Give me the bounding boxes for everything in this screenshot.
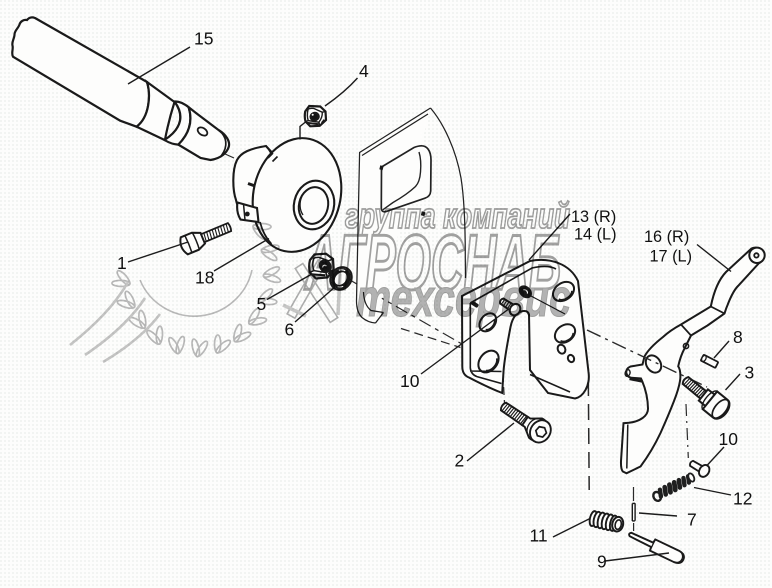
svg-text:10: 10 xyxy=(719,429,739,449)
svg-text:1: 1 xyxy=(117,253,127,273)
svg-text:10: 10 xyxy=(400,371,420,391)
svg-text:4: 4 xyxy=(359,61,369,81)
svg-text:9: 9 xyxy=(597,552,607,572)
svg-text:техсервис: техсервис xyxy=(356,269,571,328)
svg-text:2: 2 xyxy=(455,451,465,471)
svg-text:АГРОСНАБ: АГРОСНАБ xyxy=(304,218,561,306)
svg-text:11: 11 xyxy=(530,526,548,546)
svg-text:17 (L): 17 (L) xyxy=(650,248,693,266)
svg-text:16 (R): 16 (R) xyxy=(644,228,689,246)
svg-text:13 (R): 13 (R) xyxy=(571,208,616,226)
svg-text:7: 7 xyxy=(687,510,697,530)
svg-text:3: 3 xyxy=(745,363,755,383)
svg-text:18: 18 xyxy=(195,268,214,288)
svg-text:группа компаний: группа компаний xyxy=(345,195,570,236)
svg-text:12: 12 xyxy=(733,489,752,509)
svg-text:14 (L): 14 (L) xyxy=(574,226,617,244)
svg-text:15: 15 xyxy=(194,29,213,49)
svg-text:8: 8 xyxy=(733,327,743,347)
svg-text:6: 6 xyxy=(285,320,295,340)
